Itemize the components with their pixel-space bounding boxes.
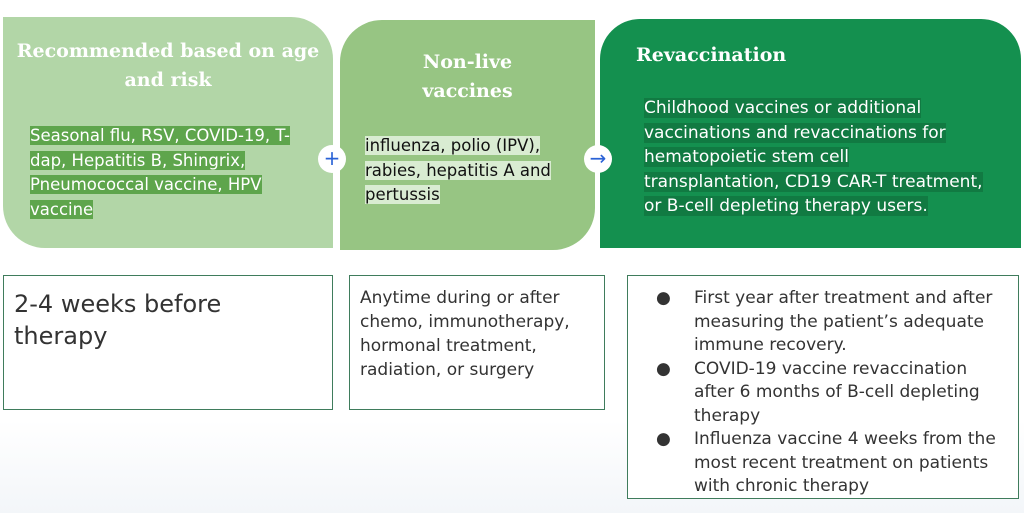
- timing-box-revaccination: ●First year after treatment and after me…: [627, 275, 1019, 499]
- card-title: Recommended based on age and risk: [16, 40, 320, 91]
- bullet-icon: ●: [656, 429, 671, 449]
- bullet-list: ●First year after treatment and after me…: [628, 287, 1008, 498]
- timing-box-anytime: Anytime during or after chemo, immunothe…: [349, 275, 605, 410]
- plus-icon: +: [318, 145, 346, 173]
- bullet-icon: ●: [656, 288, 671, 308]
- card-title: Non-live vaccines: [422, 51, 513, 102]
- card-revaccination: Revaccination Childhood vaccines or addi…: [600, 19, 1021, 248]
- card-body: Childhood vaccines or additional vaccina…: [644, 98, 983, 216]
- list-item: ●Influenza vaccine 4 weeks from the most…: [656, 429, 996, 496]
- timing-box-before: 2-4 weeks before therapy: [3, 275, 333, 410]
- arrow-right-icon: →: [584, 145, 612, 173]
- bullet-icon: ●: [656, 358, 671, 379]
- card-recommended: Recommended based on age and risk Season…: [3, 17, 333, 248]
- card-title: Revaccination: [636, 44, 787, 66]
- list-item: ●COVID-19 vaccine revaccination after 6 …: [656, 358, 980, 426]
- list-item: ●First year after treatment and after me…: [656, 288, 993, 355]
- card-body: influenza, polio (IPV), rabies, hepatiti…: [365, 136, 551, 204]
- card-non-live: Non-live vaccines influenza, polio (IPV)…: [340, 20, 595, 250]
- card-body: Seasonal flu, RSV, COVID-19, T-dap, Hepa…: [30, 126, 290, 219]
